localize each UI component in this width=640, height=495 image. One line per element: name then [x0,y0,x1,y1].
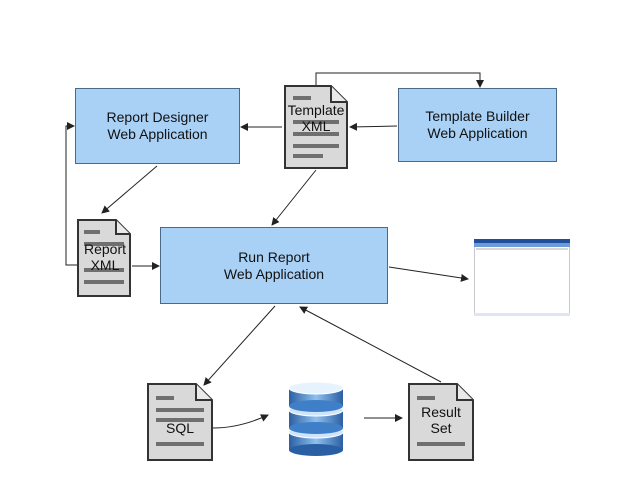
template-xml-line1: Template [287,102,345,118]
template-builder-line2: Web Application [427,125,528,141]
document-icon [147,383,213,461]
report-xml-line1: Report [83,241,127,257]
arrow-run-report-to-sql [203,305,276,386]
document-icon [77,219,131,297]
report-xml-document: Report XML [76,218,132,298]
result-set-document: Result Set [407,382,475,462]
template-builder-box: Template Builder Web Application [398,88,557,162]
template-xml-document: Template XML [283,84,349,170]
report-window-thumbnail [474,239,570,317]
report-xml-line2: XML [90,257,120,273]
report-designer-line1: Report Designer [106,109,209,125]
document-icon [408,383,474,461]
result-set-line1: Result [421,404,461,420]
arrow-run-report-to-output [388,266,469,282]
arrow-sql-to-database [212,414,269,429]
sql-document: SQL [146,382,214,462]
run-report-line2: Web Application [223,265,325,282]
report-designer-box: Report Designer Web Application [75,88,240,164]
template-builder-line1: Template Builder [425,108,530,124]
document-icon [284,85,348,169]
template-xml-line2: XML [301,118,331,134]
arrow-template-xml-to-template-builder [315,72,484,88]
arrow-template-xml-to-run-report [271,169,317,226]
run-report-box: Run Report Web Application [160,227,388,304]
sql-label: SQL [165,420,194,436]
arrow-report-xml-to-report-designer [65,122,78,266]
arrow-template-builder-to-template-xml [349,122,398,131]
report-designer-line2: Web Application [107,126,208,142]
arrow-report-designer-to-report-xml [101,165,158,214]
database-icon [286,378,346,458]
arrow-result-set-to-run-report [299,306,442,383]
run-report-line1: Run Report [238,248,310,265]
result-set-line2: Set [430,420,452,436]
